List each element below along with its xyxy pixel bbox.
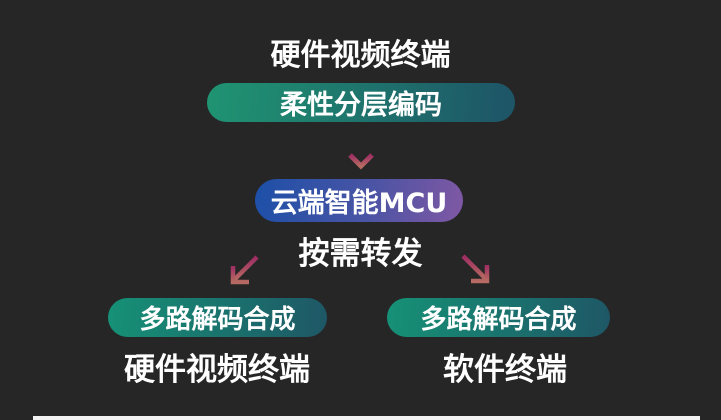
cloud-mcu-pill: 云端智能MCU — [255, 179, 463, 222]
down-right-arrow-icon — [461, 254, 490, 284]
multi-decode-compose-left-label: 多路解码合成 — [139, 305, 296, 335]
flexible-layered-encoding-label: 柔性分层编码 — [280, 90, 442, 121]
multi-decode-compose-pill-left: 多路解码合成 — [108, 298, 327, 337]
flexible-layered-encoding-pill: 柔性分层编码 — [207, 83, 515, 122]
forward-on-demand-label: 按需转发 — [298, 236, 423, 272]
software-terminal-label: 软件终端 — [443, 352, 567, 388]
bottom-divider-bar — [33, 416, 700, 420]
cloud-mcu-label: 云端智能MCU — [270, 188, 448, 219]
down-arrow-icon — [348, 132, 374, 170]
multi-decode-compose-right-label: 多路解码合成 — [420, 305, 577, 335]
source-terminal-label: 硬件视频终端 — [270, 38, 451, 73]
hardware-terminal-label: 硬件视频终端 — [124, 352, 310, 388]
down-left-arrow-icon — [230, 255, 259, 285]
multi-decode-compose-pill-right: 多路解码合成 — [387, 298, 610, 337]
